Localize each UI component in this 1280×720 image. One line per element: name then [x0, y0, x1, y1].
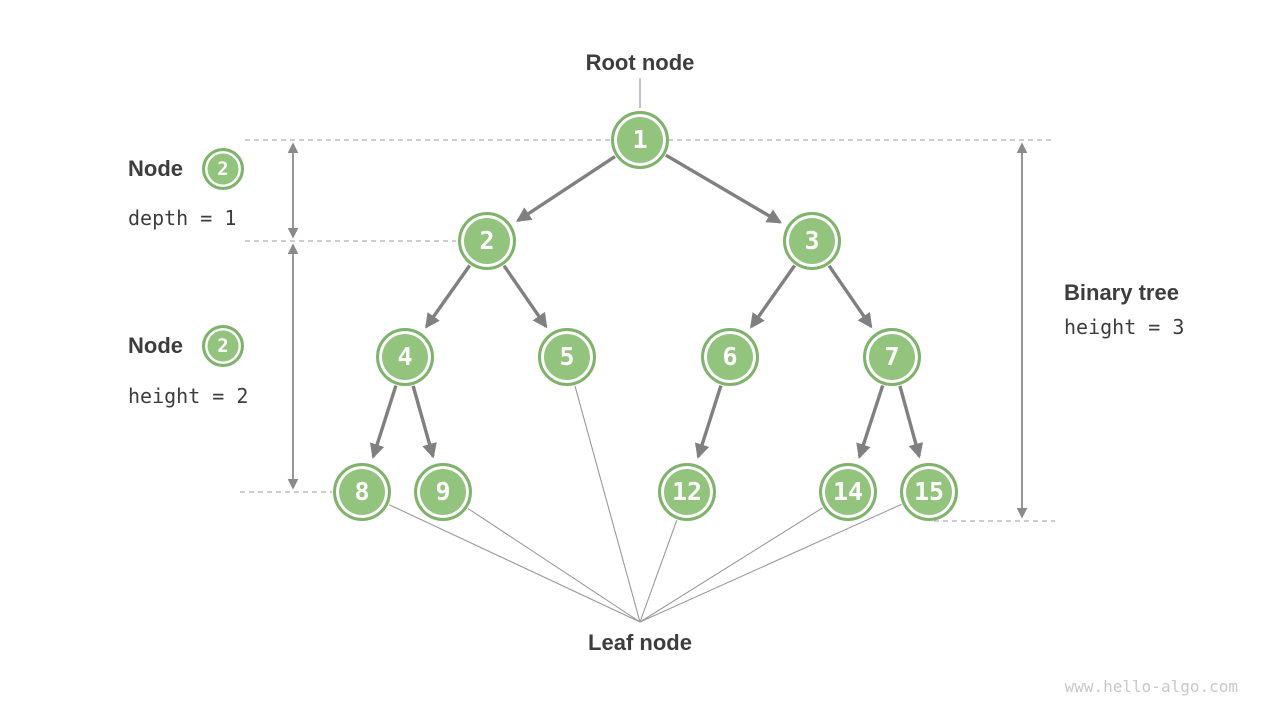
leaf-connector-8	[388, 504, 641, 623]
edge-1-2	[516, 155, 616, 223]
leaf-connector-5	[574, 385, 641, 623]
edge-7-15	[898, 385, 924, 459]
edge-4-9	[411, 385, 437, 459]
node-height-caption: Node	[128, 333, 183, 358]
tree-height-value-label: height = 3	[1064, 315, 1185, 339]
edge-3-7	[827, 264, 873, 329]
root-node-label: Root node	[585, 50, 695, 75]
node-depth-caption: Node	[128, 156, 183, 181]
edge-3-6	[749, 264, 797, 329]
edge-2-5	[502, 264, 548, 329]
edge-7-14	[856, 384, 885, 459]
edge-2-4	[424, 264, 472, 329]
edge-6-12	[694, 385, 723, 459]
height-value-label: height = 2	[128, 384, 249, 408]
depth-value-label: depth = 1	[128, 206, 237, 230]
binary-tree-caption: Binary tree	[1064, 280, 1179, 305]
edge-1-3	[665, 153, 783, 224]
leaf-connector-9	[467, 508, 641, 623]
leaf-connector-14	[639, 507, 823, 623]
watermark: www.hello-algo.com	[1064, 677, 1238, 696]
node-height-badge: 2	[202, 325, 244, 367]
edge-4-8	[369, 385, 398, 459]
leaf-node-label: Leaf node	[588, 630, 692, 655]
node-depth-badge: 2	[202, 148, 244, 190]
leaf-connector-15	[639, 503, 902, 623]
leaf-connector-12	[639, 520, 678, 623]
